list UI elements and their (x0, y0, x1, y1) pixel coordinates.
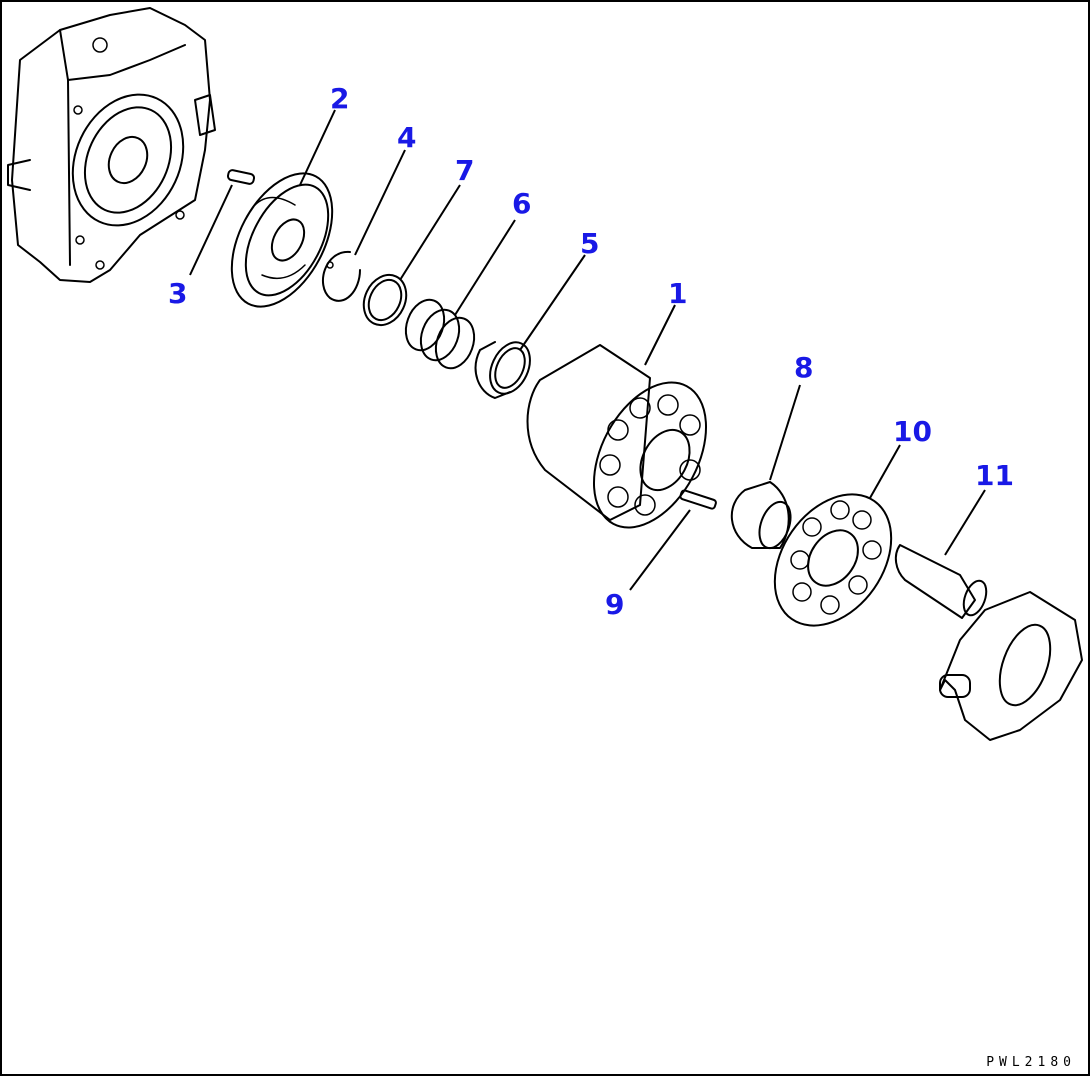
spring (404, 298, 476, 370)
drawing-code: PWL2180 (986, 1055, 1076, 1070)
shaft (894, 544, 988, 619)
snap-ring (321, 250, 361, 302)
valve-plate (230, 172, 334, 308)
callout-7: 7 (455, 154, 474, 187)
swash-plate-housing (939, 591, 1083, 741)
retainer-plate (773, 493, 893, 627)
leader-lines (189, 109, 986, 591)
callout-4: 4 (397, 121, 416, 154)
callout-8: 8 (794, 351, 813, 384)
cylinder-block (526, 344, 708, 529)
callout-2: 2 (330, 82, 349, 115)
callout-11: 11 (975, 459, 1014, 492)
callout-labels: 1 2 3 4 5 6 7 8 9 10 11 (168, 82, 1014, 621)
callout-6: 6 (512, 187, 531, 220)
spherical-bushing (730, 481, 792, 550)
callout-9: 9 (605, 588, 624, 621)
center-pin (679, 489, 717, 510)
bushing (474, 341, 531, 399)
callout-5: 5 (580, 227, 599, 260)
pump-housing (7, 7, 216, 283)
callout-3: 3 (168, 277, 187, 310)
spacer-ring (362, 273, 408, 327)
pin (226, 169, 256, 185)
callout-1: 1 (668, 277, 687, 310)
callout-10: 10 (893, 415, 932, 448)
